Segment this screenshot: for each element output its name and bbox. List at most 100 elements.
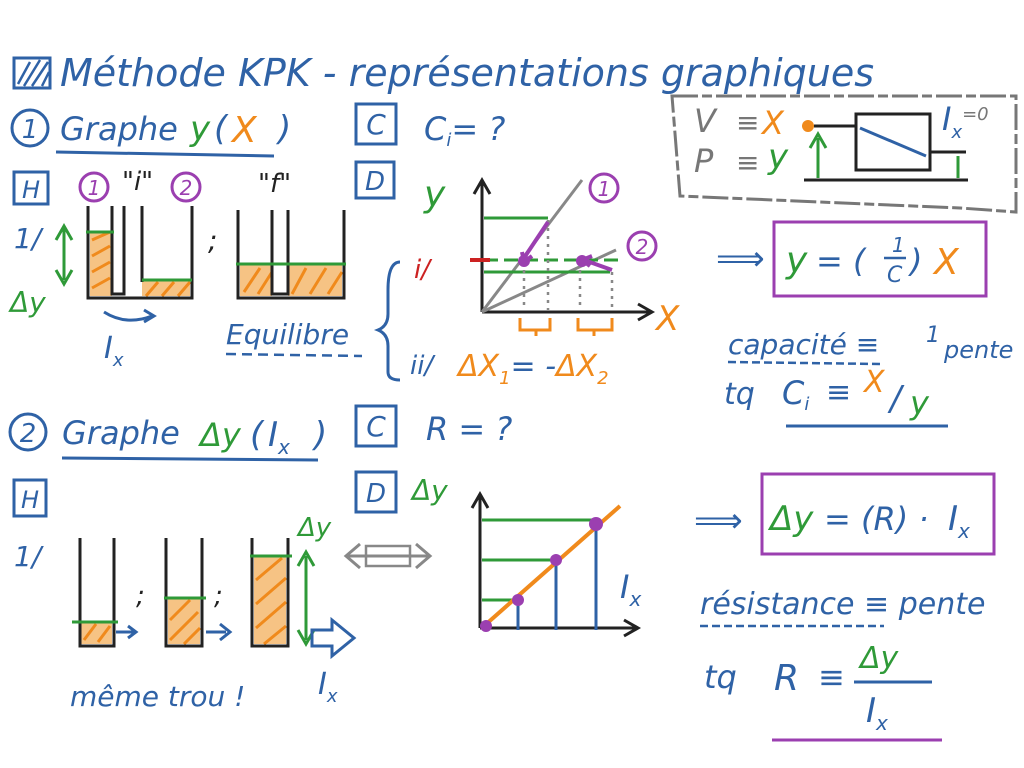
capacity-X: X xyxy=(862,365,886,400)
tube-2-outline xyxy=(164,538,204,648)
tube-2-flow xyxy=(206,622,233,642)
title-area: Méthode KPK - représentations graphiques xyxy=(12,51,874,95)
section-1-title-y: y xyxy=(189,109,211,149)
tube-separator-2: ; xyxy=(214,581,223,611)
graph-dy-vs-Ix: Δy Ix xyxy=(410,474,641,638)
graph-1-tag-1-circle xyxy=(588,172,620,204)
initial-vases-outline xyxy=(86,206,194,300)
formula-2-dy: Δy xyxy=(767,499,814,539)
section-1-number-circle xyxy=(10,108,50,148)
formula-1-eq: = ( xyxy=(816,242,867,280)
vase-1-number: 1 xyxy=(88,176,101,200)
graph-2-point-0 xyxy=(480,620,492,632)
equilibrium-label: Equilibre xyxy=(226,318,349,351)
flow-arrowhead xyxy=(143,308,157,324)
graph-2-y-arrow xyxy=(470,490,490,509)
section-1-underline xyxy=(55,150,275,158)
tube-1-hatch xyxy=(82,623,112,643)
separator-semicolon: ; xyxy=(208,224,217,257)
page-title: Méthode KPK - représentations graphiques xyxy=(60,51,874,95)
graph-2-point-3 xyxy=(589,517,603,531)
formula-1-den: C xyxy=(887,263,903,288)
hypothesis-label-2: H xyxy=(21,486,39,514)
tube-1-flow xyxy=(116,624,139,640)
model-box-outline xyxy=(670,94,1018,214)
model-V: V xyxy=(694,102,718,140)
resistance-tq: tq xyxy=(704,658,737,696)
section-1-title: Graphe xyxy=(60,110,178,148)
tube-Ix: Ix xyxy=(318,667,338,707)
vase-2-hatch xyxy=(144,281,192,297)
model-input-arrowhead xyxy=(808,130,828,149)
title-hatched-box xyxy=(12,56,52,90)
data-box-1 xyxy=(354,160,396,200)
hypothesis-box-2 xyxy=(12,478,48,518)
model-current: Ix=0 xyxy=(942,100,989,143)
step-1-label: 1/ xyxy=(14,222,44,255)
model-eq1: ≡ xyxy=(736,106,759,139)
same-hole-note: même trou ! xyxy=(70,680,245,713)
big-flow-arrow xyxy=(310,616,357,660)
section-2-title: Graphe xyxy=(62,414,180,452)
capacity-eq: ≡ xyxy=(826,375,851,410)
capacity-y: y xyxy=(909,384,930,422)
consigne-label-2: C xyxy=(366,410,386,443)
section-2-number: 2 xyxy=(20,419,37,449)
section-2-number-circle xyxy=(8,412,48,452)
curly-brace xyxy=(373,260,401,382)
tube-3-hatch xyxy=(255,556,287,646)
graph-2-point-1 xyxy=(512,594,524,606)
tube-1-outline xyxy=(78,538,116,648)
vase-1-circle xyxy=(78,171,110,203)
graph-2-point-2 xyxy=(550,554,562,566)
flow-Ix-label: Ix xyxy=(104,331,124,371)
section-1-title-close: ) xyxy=(275,109,291,149)
section-2-title-I: Ix xyxy=(268,415,290,459)
tubes: ; ; Δy Ix xyxy=(72,513,357,707)
formula-1-num: 1 xyxy=(892,233,905,257)
final-hatch xyxy=(242,267,344,295)
final-vases xyxy=(236,210,346,300)
tube-3-outline xyxy=(250,538,290,648)
graph-1-tag-2: 2 xyxy=(636,235,649,259)
vase-1-hatch xyxy=(91,230,111,290)
section-2-title-dy: Δy xyxy=(197,416,242,454)
data-label-2: D xyxy=(366,479,386,509)
formula-1-implies: ⟹ xyxy=(716,239,765,279)
section-2: 2 Graphe Δy ( Ix ) C R = ? H D 1/ ; ; xyxy=(8,404,641,713)
formula-2-box xyxy=(760,472,996,556)
resistance-R: R xyxy=(774,658,799,699)
formula-2: ⟹ Δy = (R) · Ix xyxy=(694,472,996,556)
graph-1-delta-brackets xyxy=(518,318,614,336)
equivalence-arrow xyxy=(343,542,433,570)
formula-2-implies: ⟹ xyxy=(694,501,743,541)
vase-2-circle xyxy=(170,171,202,203)
formula-1-box xyxy=(772,220,988,298)
step-i-label: i/ xyxy=(414,255,433,285)
capacity-question: Ci= ? xyxy=(424,110,505,151)
consigne-box-1 xyxy=(354,102,398,146)
initial-vases xyxy=(86,206,194,300)
section-2-underline xyxy=(61,456,319,462)
formula-1-x: X xyxy=(932,242,960,283)
section-1-title-x: X xyxy=(230,110,258,151)
model-component xyxy=(854,112,932,172)
formula-1-y: y xyxy=(785,240,808,281)
graph-2-y-axis-label: Δy xyxy=(410,474,448,507)
graph-1-x-arrow xyxy=(637,302,656,322)
resistance-question: R = ? xyxy=(426,410,512,448)
section-1-number: 1 xyxy=(22,115,39,145)
delta-y-label: Δy xyxy=(8,286,46,319)
section-2-title-close: ) xyxy=(311,415,327,455)
tube-2-hatch xyxy=(168,598,202,646)
capacity-tq: tq xyxy=(724,377,755,412)
consigne-label-1: C xyxy=(366,108,386,141)
data-box-2 xyxy=(354,470,398,514)
model-y: y xyxy=(767,137,789,177)
graph-1-tag-1: 1 xyxy=(598,177,611,201)
model-P: P xyxy=(694,142,714,180)
capacity-underline xyxy=(727,360,881,366)
resistance-eq: ≡ xyxy=(818,658,845,696)
consigne-box-2 xyxy=(354,404,398,448)
